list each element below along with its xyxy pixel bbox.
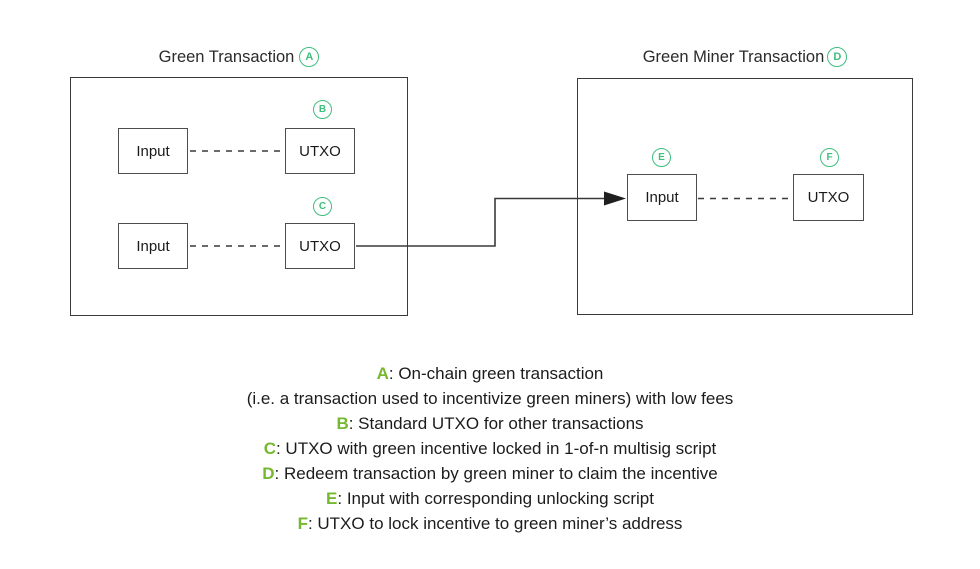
legend-key-d: D xyxy=(262,464,275,483)
legend-text-a: : On-chain green transaction xyxy=(388,364,604,383)
green-transaction-box xyxy=(70,77,408,316)
legend: A: On-chain green transaction (i.e. a tr… xyxy=(0,361,980,536)
legend-line-c: C: UTXO with green incentive locked in 1… xyxy=(0,436,980,461)
input-node-e: Input xyxy=(627,174,697,221)
input-node-row2-label: Input xyxy=(136,237,170,255)
utxo-node-c: UTXO xyxy=(285,223,355,269)
legend-key-a: A xyxy=(376,364,389,383)
input-node-e-label: Input xyxy=(645,189,679,206)
legend-key-c: C xyxy=(263,439,276,458)
legend-key-b: B xyxy=(336,414,349,433)
green-miner-transaction-box xyxy=(577,78,913,315)
legend-line-a: A: On-chain green transaction xyxy=(0,361,980,386)
legend-line-b: B: Standard UTXO for other transactions xyxy=(0,411,980,436)
legend-line-e: E: Input with corresponding unlocking sc… xyxy=(0,486,980,511)
legend-line-d: D: Redeem transaction by green miner to … xyxy=(0,461,980,486)
label-circle-d: D xyxy=(827,47,848,67)
input-node-row2: Input xyxy=(118,223,188,269)
label-circle-f: F xyxy=(820,148,839,167)
legend-line-a2: (i.e. a transaction used to incentivize … xyxy=(0,386,980,411)
legend-key-f: F xyxy=(297,514,308,533)
green-transaction-title-text: Green Transaction xyxy=(158,47,295,66)
label-circle-b: B xyxy=(313,100,332,119)
legend-text-b: : Standard UTXO for other transactions xyxy=(348,414,644,433)
input-node-row1: Input xyxy=(118,128,188,174)
legend-text-a2: (i.e. a transaction used to incentivize … xyxy=(246,389,734,408)
utxo-node-b: UTXO xyxy=(285,128,355,174)
green-miner-transaction-title: Green Miner Transaction D xyxy=(577,47,913,67)
green-miner-transaction-title-text: Green Miner Transaction xyxy=(642,47,825,66)
green-transaction-title: Green Transaction A xyxy=(70,47,408,67)
legend-text-f: : UTXO to lock incentive to green miner’… xyxy=(307,514,683,533)
label-circle-a: A xyxy=(299,47,320,67)
legend-line-f: F: UTXO to lock incentive to green miner… xyxy=(0,511,980,536)
utxo-node-f: UTXO xyxy=(793,174,864,221)
utxo-node-b-label: UTXO xyxy=(299,142,341,160)
legend-text-c: : UTXO with green incentive locked in 1-… xyxy=(275,439,717,458)
legend-text-e: : Input with corresponding unlocking scr… xyxy=(337,489,654,508)
utxo-node-c-label: UTXO xyxy=(299,237,341,255)
input-node-row1-label: Input xyxy=(136,142,170,160)
label-circle-e: E xyxy=(652,148,671,167)
utxo-node-f-label: UTXO xyxy=(807,189,850,206)
legend-key-e: E xyxy=(326,489,338,508)
label-circle-c: C xyxy=(313,197,332,216)
legend-text-d: : Redeem transaction by green miner to c… xyxy=(274,464,718,483)
